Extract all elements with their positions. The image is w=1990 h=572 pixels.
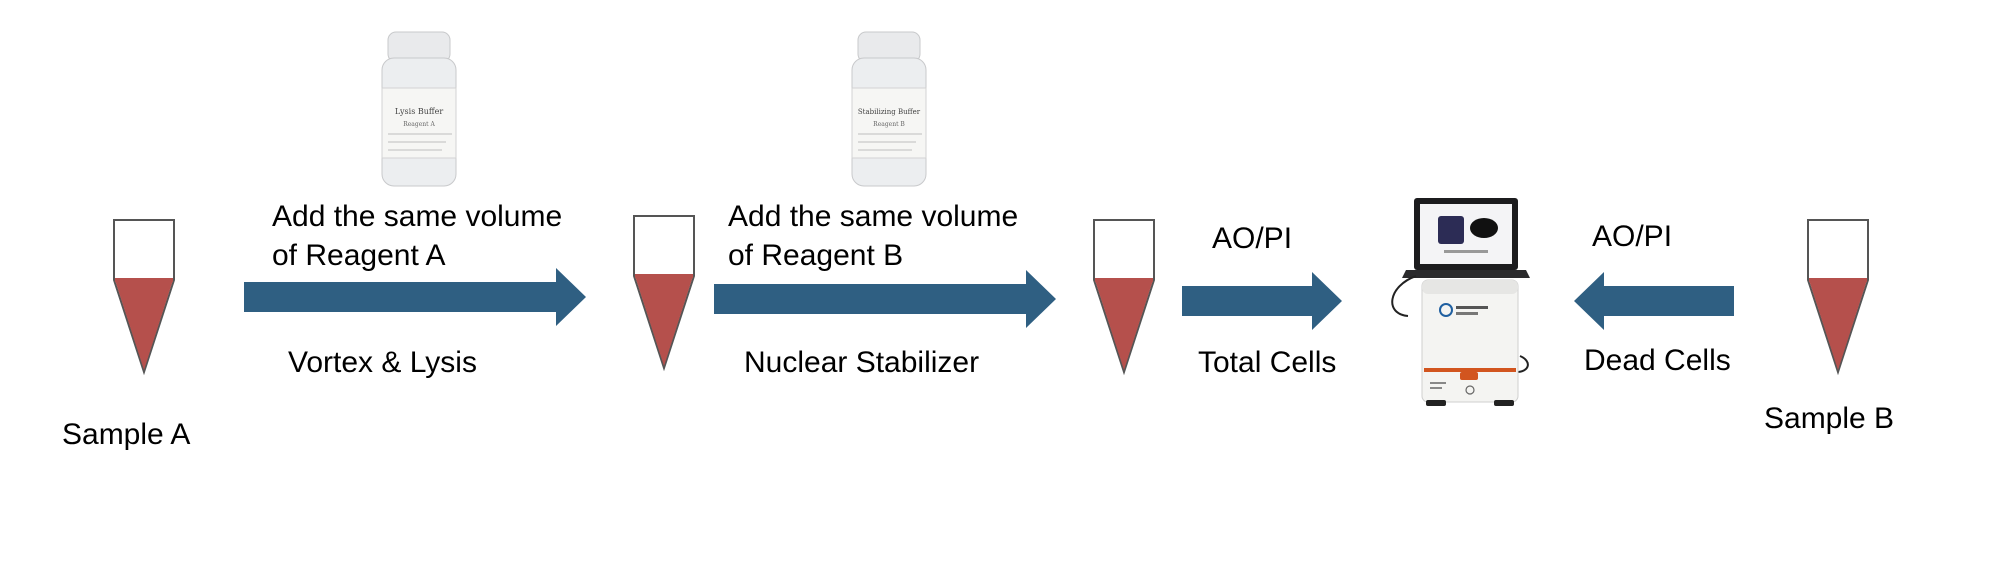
step1-text-line2: of Reagent A [272,239,446,272]
step1-text-line1: Add the same volume [272,200,563,233]
arrow-step4 [1574,272,1734,330]
arrow-step2 [714,270,1056,328]
tube-after-lysis [633,215,695,372]
sample-b-label: Sample B [1764,402,1895,435]
reagent-b-bottle-sub: Reagent B [873,121,905,128]
step2-text-line1: Add the same volume [728,200,1019,233]
tube-sample-b [1807,219,1869,376]
step4-bottom-label: Dead Cells [1584,344,1731,377]
arrow-step1 [244,268,586,326]
tube-sample-a [113,219,175,376]
cell-counter-device [1391,198,1530,406]
step4-top-label: AO/PI [1592,220,1673,253]
sample-a-label: Sample A [62,418,191,451]
step1-bottom-label: Vortex & Lysis [288,346,477,379]
step3-bottom-label: Total Cells [1198,346,1337,379]
reagent-a-bottle: Lysis Buffer Reagent A [381,31,457,187]
step3-top-label: AO/PI [1212,222,1293,255]
reagent-a-bottle-sub: Reagent A [403,121,435,128]
step2-text-line2: of Reagent B [728,239,904,272]
screen-device-image [1438,216,1464,244]
tube-after-stabilizer [1093,219,1155,376]
arrow-step3 [1182,272,1342,330]
reagent-b-bottle-label: Stabilizing Buffer [858,108,921,116]
reagent-b-bottle: Stabilizing Buffer Reagent B [851,31,927,187]
brand-logo-icon [1439,303,1453,317]
step2-bottom-label: Nuclear Stabilizer [744,346,980,379]
reagent-a-bottle-label: Lysis Buffer [395,107,443,116]
